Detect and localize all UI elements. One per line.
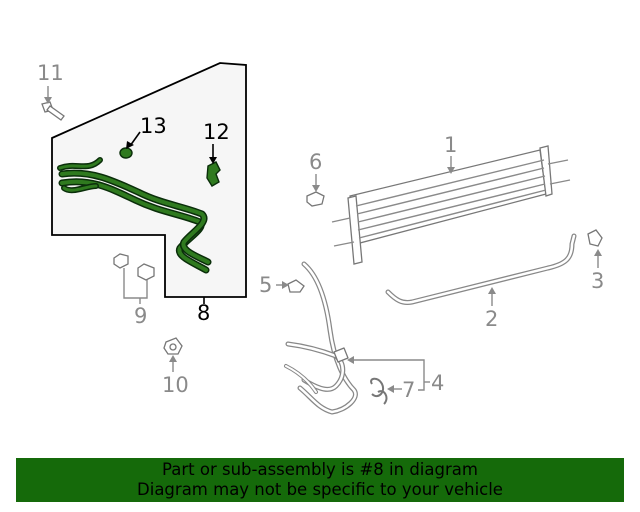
callout-11: 11 bbox=[37, 61, 64, 85]
callout-1: 1 bbox=[444, 133, 457, 157]
cooler-1-part[interactable] bbox=[331, 145, 571, 265]
callout-12: 12 bbox=[203, 120, 230, 144]
clip-13-part[interactable] bbox=[119, 147, 133, 159]
cap-5-part[interactable] bbox=[287, 279, 305, 293]
callout-4: 4 bbox=[431, 371, 444, 395]
callout-5: 5 bbox=[259, 273, 272, 297]
callout-2: 2 bbox=[485, 307, 498, 331]
nut-10-part[interactable] bbox=[163, 337, 183, 355]
cooler-line-tubes[interactable] bbox=[57, 157, 212, 274]
tube-2-part[interactable] bbox=[385, 233, 577, 305]
info-banner: Part or sub-assembly is #8 in diagram Di… bbox=[16, 458, 624, 502]
clip-7-part[interactable] bbox=[370, 377, 388, 405]
callout-6: 6 bbox=[309, 150, 322, 174]
cap-6-part[interactable] bbox=[306, 191, 325, 207]
callout-7: 7 bbox=[402, 378, 415, 402]
callout-10: 10 bbox=[162, 373, 189, 397]
clip-3-part[interactable] bbox=[587, 229, 603, 247]
bracket-12-part[interactable] bbox=[206, 161, 221, 187]
callout-13: 13 bbox=[140, 114, 167, 138]
banner-line-1: Part or sub-assembly is #8 in diagram bbox=[162, 460, 478, 479]
clips-9-part[interactable] bbox=[113, 253, 155, 281]
tube-assembly-4-part[interactable] bbox=[284, 261, 358, 415]
leader-lines bbox=[44, 86, 602, 393]
callout-9: 9 bbox=[134, 304, 147, 328]
callout-labels: 11 13 12 9 8 10 6 1 3 2 5 4 7 bbox=[37, 61, 604, 402]
banner-line-2: Diagram may not be specific to your vehi… bbox=[137, 480, 503, 499]
bolt-11-part[interactable] bbox=[41, 101, 65, 121]
callout-8: 8 bbox=[197, 301, 210, 325]
callout-3: 3 bbox=[591, 269, 604, 293]
assembly-8-panel[interactable] bbox=[51, 62, 247, 298]
